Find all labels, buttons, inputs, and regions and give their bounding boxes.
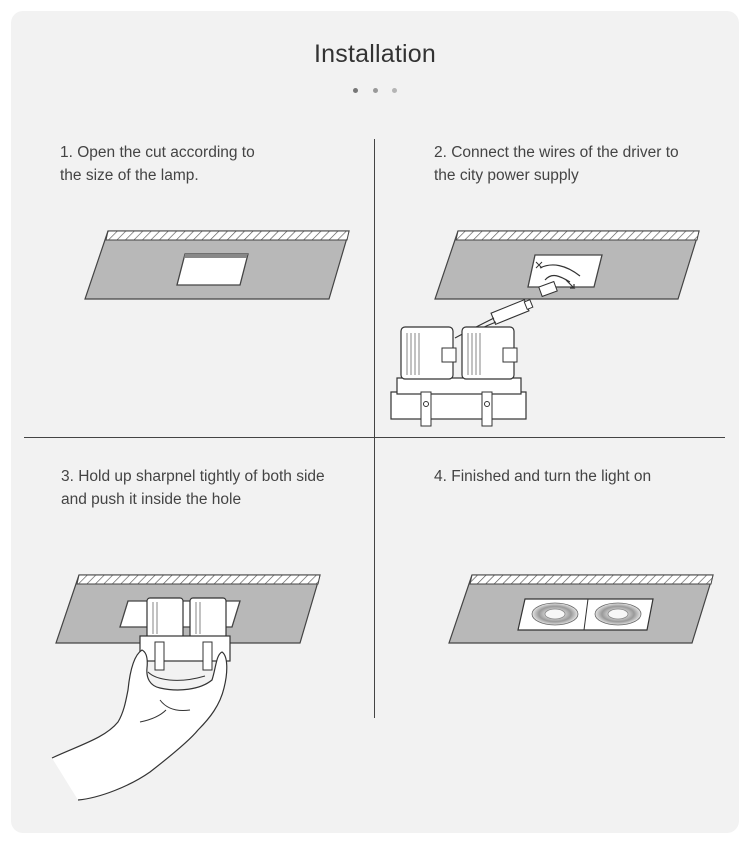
step-2-line-1: 2. Connect the wires of the driver to xyxy=(434,144,679,161)
pager-dot-3[interactable] xyxy=(391,88,397,93)
pager-dot-2[interactable] xyxy=(372,88,378,93)
divider-vertical-top xyxy=(374,139,375,437)
step-1-ceiling-illustration xyxy=(84,230,350,300)
page-title: Installation xyxy=(314,40,436,68)
step-3-insert-illustration xyxy=(51,574,321,801)
pager-dots xyxy=(0,88,750,96)
step-4-text: 4. Finished and turn the light on xyxy=(434,465,651,488)
step-1-text: 1. Open the cut according to the size of… xyxy=(60,141,255,187)
step-4-finished-illustration xyxy=(448,574,714,644)
step-3-line-2: and push it inside the hole xyxy=(61,491,242,508)
step-1-line-2: the size of the lamp. xyxy=(60,167,199,184)
step-1-line-1: 1. Open the cut according to xyxy=(60,144,255,161)
step-3-text: 3. Hold up sharpnel tightly of both side… xyxy=(61,465,325,511)
step-2-text: 2. Connect the wires of the driver to th… xyxy=(434,141,679,187)
pager-dot-1[interactable] xyxy=(353,88,359,93)
step-4-line-1: 4. Finished and turn the light on xyxy=(434,468,652,485)
divider-horizontal xyxy=(24,437,725,438)
step-2-line-2: the city power supply xyxy=(434,167,579,184)
step-2-wiring-illustration xyxy=(390,230,700,427)
double-downlight-fixture xyxy=(390,326,527,427)
step-3-line-1: 3. Hold up sharpnel tightly of both side xyxy=(61,468,325,485)
divider-vertical-bottom xyxy=(374,438,375,718)
